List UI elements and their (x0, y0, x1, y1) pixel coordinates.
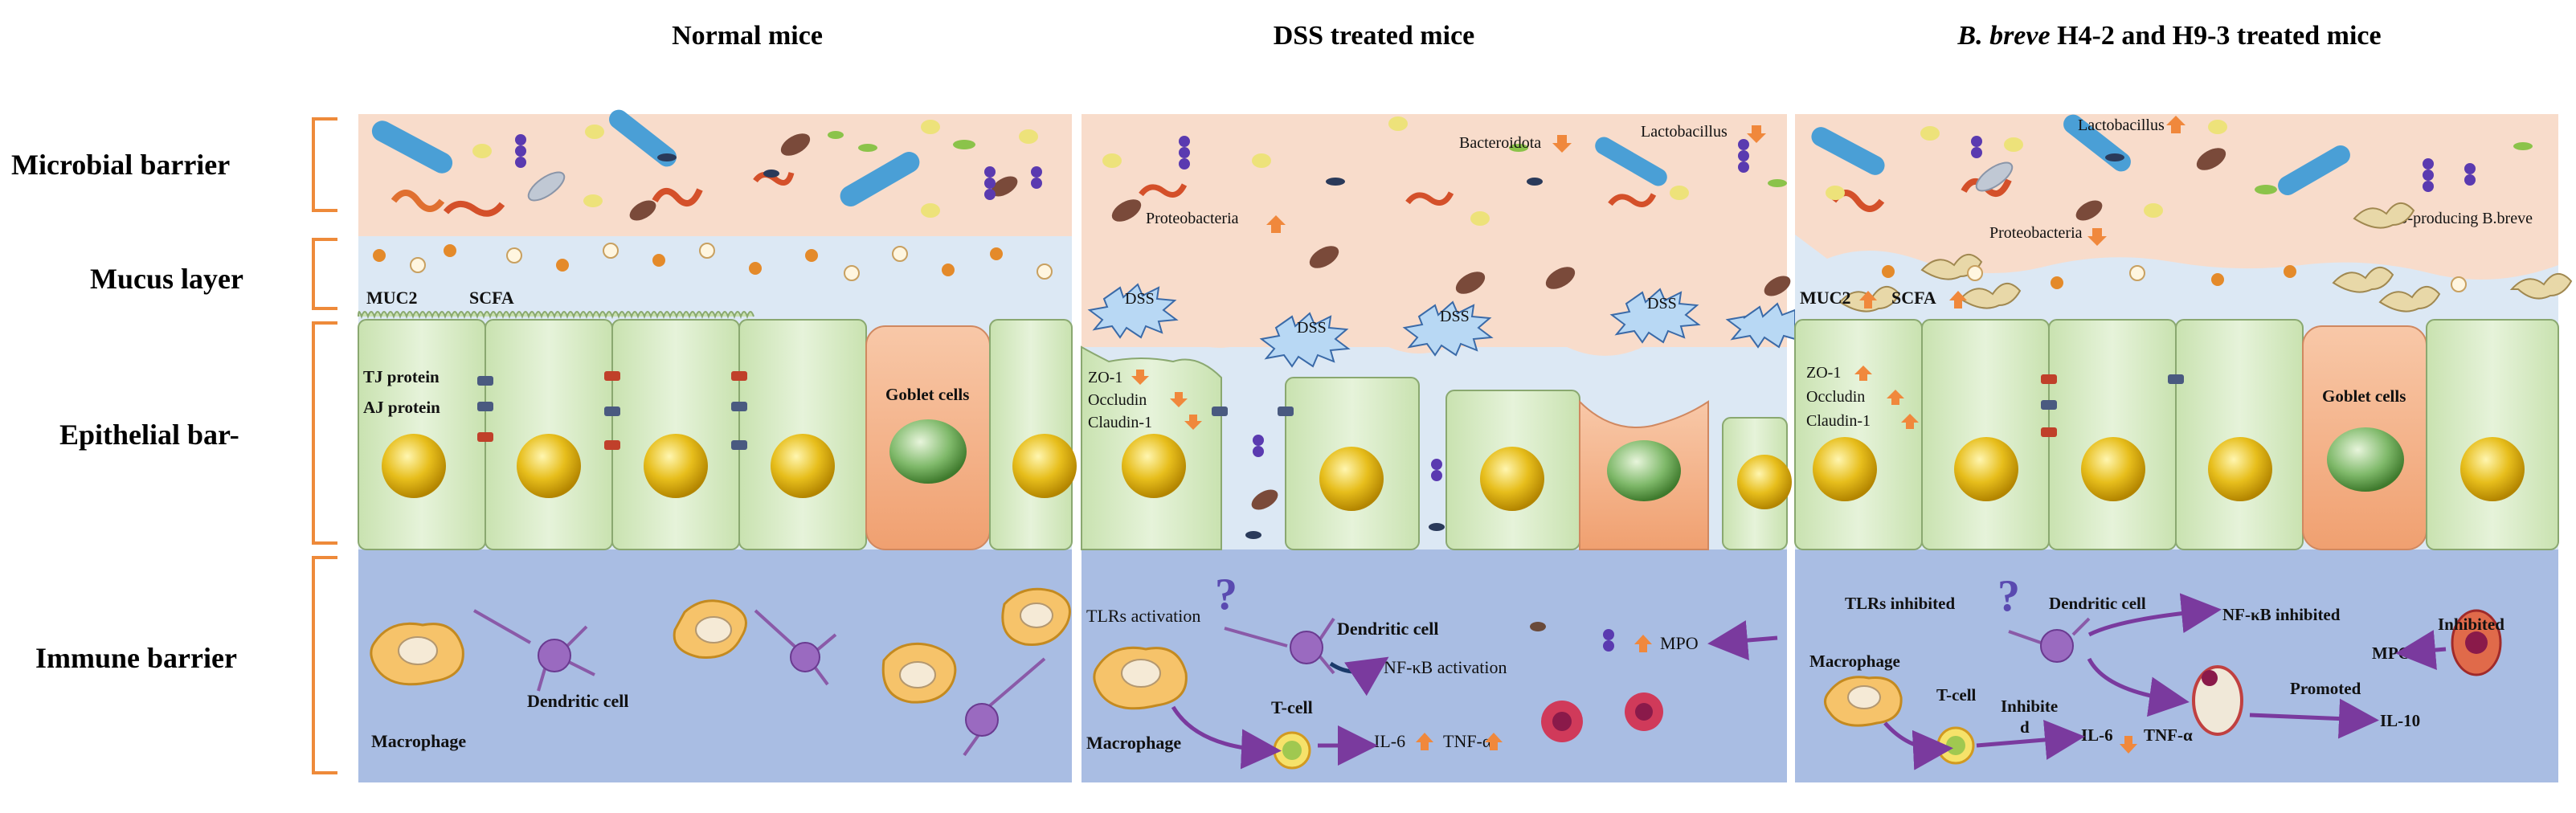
goblet-cells-label-treated: Goblet cells (2322, 386, 2406, 406)
goblet-cells-label: Goblet cells (885, 385, 969, 404)
occludin-label-dss: Occludin (1088, 391, 1147, 409)
panel-treated: Lactobacillus Proteobacteria EPS-produci… (1794, 114, 2573, 782)
inhibite-label: Inhibite (2001, 697, 2058, 716)
aj-protein-label: AJ protein (363, 398, 440, 417)
immune-cells-dss: ? (1093, 570, 1663, 770)
immune-cells-normal (370, 587, 1071, 757)
row-label-immune: Immune barrier (35, 642, 237, 674)
bacteroidota-label: Bacteroidota (1459, 134, 1541, 152)
change-arrows-dss-tj (1131, 370, 1202, 430)
zo1-label-dss: ZO-1 (1088, 369, 1122, 386)
macrophage-label: Macrophage (371, 731, 466, 751)
change-arrows-treated-mucus (1859, 291, 1967, 308)
change-arrows-treated-microbes (2087, 116, 2186, 246)
eps-b-breve-label: EPS-producing B.breve (2380, 210, 2533, 227)
nfkb-inhibited-label: NF-κB inhibited (2222, 605, 2341, 624)
eps-b-breve-clusters (1838, 202, 2573, 313)
nuclei-normal (382, 419, 1077, 498)
change-arrows-treated-tj (1854, 366, 1919, 429)
proteobacteria-label-treated: Proteobacteria (1989, 224, 2083, 242)
nuclei-dss (1122, 406, 1792, 539)
tcell-label-treated: T-cell (1936, 685, 1977, 705)
panel-dss: Bacteroidota Lactobacillus Proteobacteri… (1081, 114, 1796, 782)
mpo-label-treated: MPO (2372, 643, 2411, 663)
row-label-epithelial: Epithelial bar- (59, 419, 239, 451)
tnf-label-dss: TNF-α (1443, 731, 1492, 751)
junction-proteins-normal (477, 371, 747, 450)
row-brackets (312, 117, 337, 774)
pathway-arrows-dss (1171, 620, 1778, 770)
il6-label-dss: IL-6 (1374, 731, 1405, 751)
lactobacillus-label-treated: Lactobacillus (2078, 116, 2165, 134)
tlr-activation-label: TLRs activation (1086, 606, 1200, 626)
nfkb-activation-label: NF-κB activation (1384, 657, 1507, 677)
muc2-label-treated: MUC2 (1800, 288, 1851, 308)
change-arrows-dss-microbes (1266, 125, 1766, 233)
scfa-label-treated: SCFA (1891, 288, 1936, 308)
dss-label-1: DSS (1125, 290, 1155, 308)
bacteria-dss (1102, 116, 1791, 296)
proteobacteria-label-dss: Proteobacteria (1146, 210, 1239, 227)
mpo-label-dss: MPO (1660, 633, 1699, 653)
dendritic-cell-label-dss: Dendritic cell (1337, 619, 1438, 639)
bacteria-normal (371, 109, 1042, 221)
scfa-label: SCFA (469, 288, 514, 308)
pathway-arrows-treated (1883, 593, 2447, 770)
change-arrows-dss-immune (1416, 635, 1652, 750)
column-title-dss: DSS treated mice (1273, 21, 1475, 51)
inhibited-label: Inhibited (2438, 615, 2504, 634)
muc2-label: MUC2 (366, 288, 418, 308)
dss-label-4: DSS (1647, 295, 1677, 313)
inhibite-d-label: d (2020, 717, 2030, 737)
change-arrows-treated-immune (2120, 736, 2137, 754)
treated-title-rest: H4-2 and H9-3 treated mice (2050, 21, 2382, 51)
panel-normal: MUC2 SCFA (358, 109, 1077, 782)
lactobacillus-label-dss: Lactobacillus (1641, 123, 1728, 141)
tlr-inhibited-label: TLRs inhibited (1845, 594, 1955, 613)
dss-label-2: DSS (1297, 319, 1327, 337)
macrophage-label-treated: Macrophage (1809, 652, 1900, 671)
row-label-microbial: Microbial barrier (11, 149, 231, 181)
tnf-label-treated: TNF-α (2144, 725, 2193, 745)
row-label-mucus: Mucus layer (90, 263, 243, 295)
dss-label-3: DSS (1440, 308, 1470, 325)
nuclei-treated (1813, 374, 2525, 501)
bacteria-treated (1811, 114, 2533, 221)
il10-label: IL-10 (2380, 711, 2420, 730)
svg-text:?: ? (1997, 571, 2020, 621)
dendritic-cell-label-treated: Dendritic cell (2049, 594, 2146, 613)
zo1-label-treated: ZO-1 (1806, 364, 1841, 382)
claudin-label-treated: Claudin-1 (1806, 412, 1871, 430)
column-title-treated: B. breve H4-2 and H9-3 treated mice (1880, 21, 2459, 51)
tj-protein-label: TJ protein (363, 367, 440, 386)
dss-particles (1087, 283, 1796, 368)
dendritic-cell-label: Dendritic cell (527, 691, 628, 711)
promoted-label: Promoted (2290, 679, 2361, 698)
epithelium-normal (358, 311, 1073, 550)
occludin-label-treated: Occludin (1806, 388, 1865, 406)
epithelium-treated (1794, 319, 2559, 550)
il6-label-treated: IL-6 (2081, 725, 2113, 745)
column-title-normal: Normal mice (672, 21, 823, 51)
macrophage-label-dss: Macrophage (1086, 733, 1181, 753)
scfa-particles-treated (1882, 265, 2467, 292)
species-name: B. breve (1957, 21, 2051, 51)
tcell-label-dss: T-cell (1271, 697, 1313, 717)
scfa-particles-normal (373, 243, 1053, 281)
claudin-label-dss: Claudin-1 (1088, 414, 1152, 431)
svg-text:?: ? (1215, 570, 1237, 619)
immune-cells-treated: ? (1824, 571, 2502, 765)
